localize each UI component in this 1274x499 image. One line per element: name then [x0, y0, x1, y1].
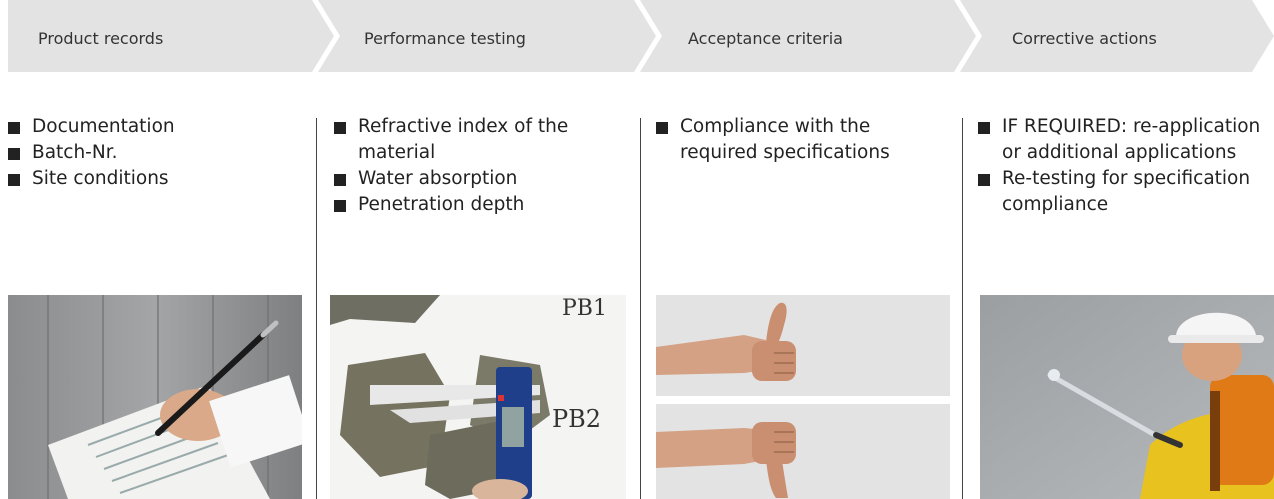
bullet-list: Compliance with the required specificati…	[656, 114, 926, 166]
list-item: Re-testing for specification compliance	[978, 166, 1270, 218]
step-label-performance-testing: Performance testing	[364, 29, 526, 48]
bullet-list: Documentation Batch-Nr. Site conditions	[8, 114, 298, 192]
column-divider	[962, 118, 963, 499]
chevron-step-3	[640, 0, 976, 72]
list-item: Refractive index of the material	[334, 114, 604, 166]
sample-label-pb1: PB1	[562, 296, 607, 321]
photo-thumbs-up	[656, 295, 950, 396]
photo-worker-spraying-wall	[980, 295, 1274, 499]
chevron-step-4	[960, 0, 1274, 72]
column-corrective-actions: IF REQUIRED: re-application or additiona…	[978, 114, 1270, 218]
column-divider	[640, 118, 641, 499]
list-item: Penetration depth	[334, 192, 604, 218]
photo-thumbs-down	[656, 404, 950, 499]
column-performance-testing: Refractive index of the material Water a…	[334, 114, 604, 218]
photo-caliper-measuring-concrete-sample: PB1 PB2	[330, 295, 626, 499]
list-item: Batch-Nr.	[8, 140, 298, 166]
list-item: Water absorption	[334, 166, 604, 192]
step-label-product-records: Product records	[38, 29, 164, 48]
bullet-list: IF REQUIRED: re-application or additiona…	[978, 114, 1270, 218]
step-label-corrective-actions: Corrective actions	[1012, 29, 1157, 48]
column-product-records: Documentation Batch-Nr. Site conditions	[8, 114, 298, 192]
bullet-list: Refractive index of the material Water a…	[334, 114, 604, 218]
process-chevron-band	[8, 0, 1274, 72]
column-acceptance-criteria: Compliance with the required specificati…	[656, 114, 926, 166]
list-item: Compliance with the required specificati…	[656, 114, 926, 166]
photo-hand-writing-on-clipboard	[8, 295, 302, 499]
list-item: IF REQUIRED: re-application or additiona…	[978, 114, 1270, 166]
step-label-acceptance-criteria: Acceptance criteria	[688, 29, 843, 48]
column-divider	[316, 118, 317, 499]
list-item: Documentation	[8, 114, 298, 140]
sample-label-pb2: PB2	[552, 405, 601, 433]
chevron-step-2	[318, 0, 656, 72]
chevron-step-1	[8, 0, 334, 72]
list-item: Site conditions	[8, 166, 298, 192]
